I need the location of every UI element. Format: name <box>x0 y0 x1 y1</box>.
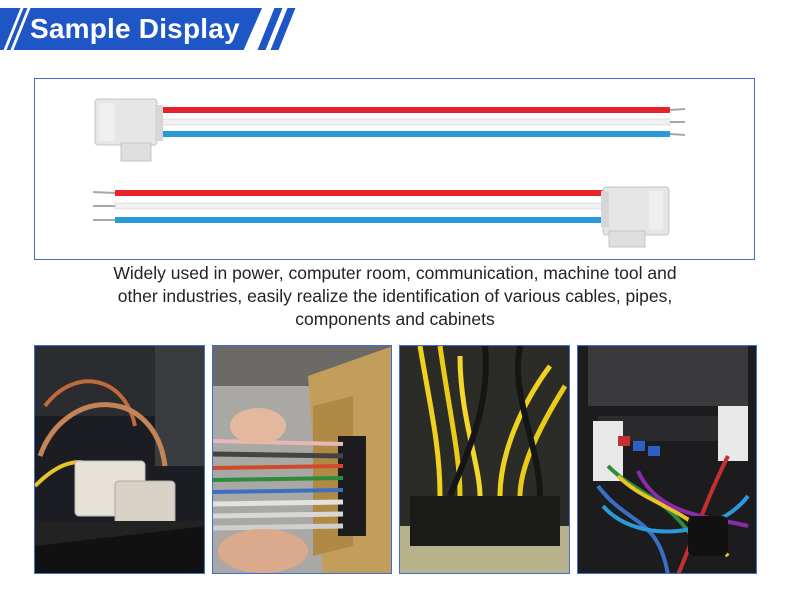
section-header: Sample Display <box>0 8 296 50</box>
description-line: Widely used in power, computer room, com… <box>113 263 677 283</box>
cable-assembly-illustration <box>92 98 686 248</box>
cable-upper <box>94 98 686 162</box>
product-image-frame <box>34 78 755 260</box>
application-description: Widely used in power, computer room, com… <box>40 262 750 331</box>
description-line: components and cabinets <box>295 309 495 329</box>
ribbon-connector-photo <box>212 345 392 574</box>
section-title: Sample Display <box>30 13 240 44</box>
cable-lower <box>92 186 670 248</box>
description-line: other industries, easily realize the ide… <box>117 286 673 306</box>
yellow-wire-block-photo <box>399 345 570 574</box>
power-connector-photo <box>34 345 205 574</box>
header-banner <box>0 8 262 50</box>
fuse-box-harness-photo <box>577 345 757 574</box>
